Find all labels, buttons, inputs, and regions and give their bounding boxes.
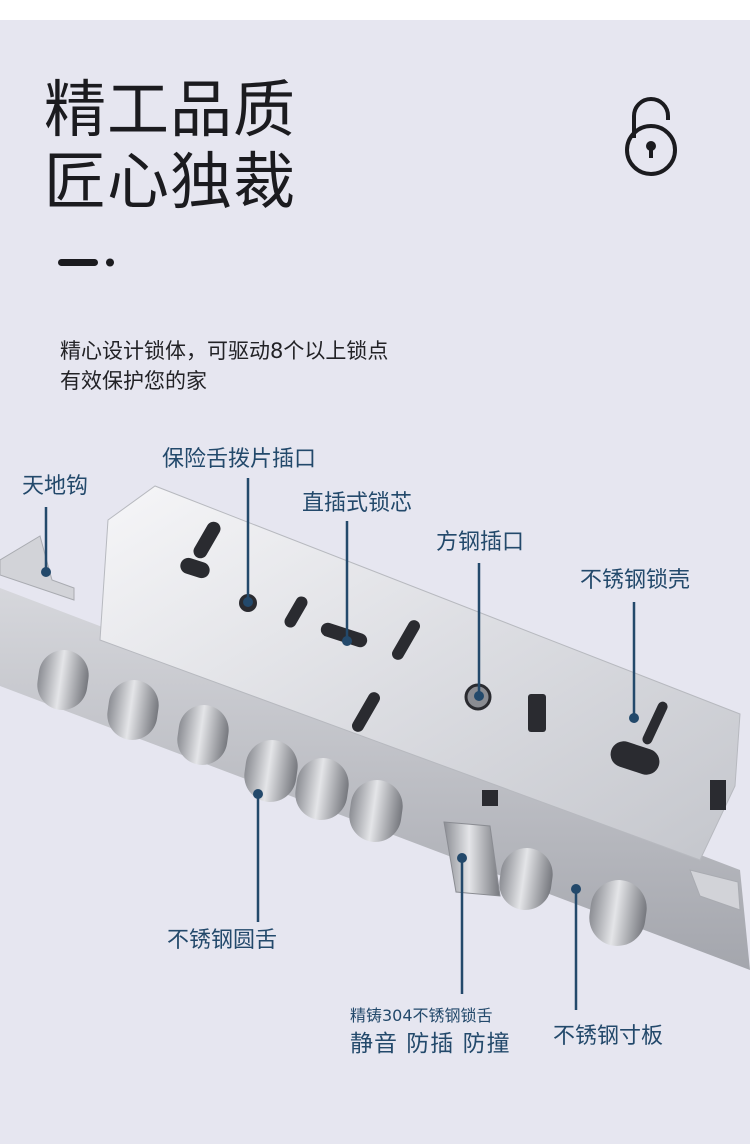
plate-slots	[180, 521, 726, 810]
headline: 精工品质 匠心独裁	[44, 74, 296, 218]
description: 精心设计锁体，可驱动8个以上锁点 有效保护您的家	[60, 336, 388, 396]
callout-tiandigou: 天地钩	[22, 474, 89, 499]
dash-decoration	[58, 258, 114, 267]
headline-line-2: 匠心独裁	[44, 145, 297, 218]
callout-zhicha: 直插式锁芯	[302, 491, 413, 516]
padlock-open-icon	[625, 97, 677, 176]
callout-suoke: 不锈钢锁壳	[580, 568, 691, 593]
description-line-2: 有效保护您的家	[60, 369, 207, 393]
front-faceplate	[0, 588, 750, 970]
description-line-1: 精心设计锁体，可驱动8个以上锁点	[60, 339, 389, 363]
latch-tongue	[443, 821, 501, 897]
rod-hook	[0, 535, 75, 601]
callout-baoxianshe: 保险舌拨片插口	[162, 447, 317, 472]
callout-cunban: 不锈钢寸板	[553, 1024, 664, 1049]
top-white-strip	[0, 0, 750, 20]
leader-lines	[41, 478, 639, 1010]
callout-zhuzhu-small: 精铸304不锈钢锁舌	[350, 1006, 493, 1025]
lock-body-shell	[99, 485, 741, 861]
callout-zhuzhu-big: 静音 防插 防撞	[350, 1031, 511, 1057]
callout-fanggang: 方钢插口	[436, 530, 525, 555]
round-bolts	[37, 650, 647, 946]
callout-yuanshe: 不锈钢圆舌	[167, 928, 278, 953]
rod-hook-right	[689, 869, 741, 911]
headline-line-1: 精工品质	[44, 73, 297, 146]
